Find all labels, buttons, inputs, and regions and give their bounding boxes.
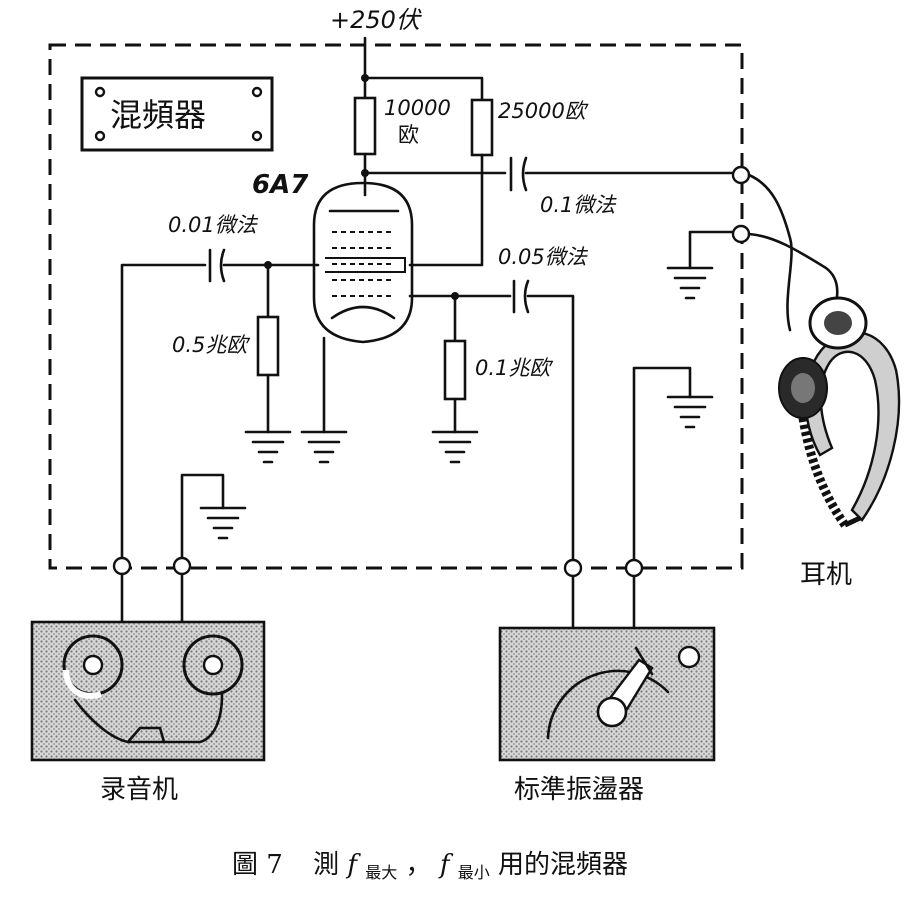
figure-caption: 圖 7 測 f 最大 ， f 最小 用的混頻器 xyxy=(232,850,628,885)
resistor-25000-value: 25000欧 xyxy=(498,99,589,123)
resistor-25000 xyxy=(470,98,494,157)
capacitor-0-05uf xyxy=(512,279,530,314)
resistor-0-1m-value: 0.1兆欧 xyxy=(475,356,553,380)
caption-f-min: f xyxy=(438,850,454,880)
terminal-oscillator-2 xyxy=(624,558,644,578)
ground-symbol xyxy=(666,395,714,429)
capacitor-0-1uf-value: 0.1微法 xyxy=(540,193,617,217)
recorder-label: 录音机 xyxy=(100,775,178,805)
terminal-earphone-2 xyxy=(731,224,751,244)
terminal-recorder-1 xyxy=(112,556,132,576)
mixer-nameplate-label: 混頻器 xyxy=(110,96,206,134)
terminal-oscillator-1 xyxy=(563,558,583,578)
terminal-earphone-1 xyxy=(731,165,751,185)
resistor-10000-unit: 欧 xyxy=(398,123,419,147)
capacitor-0-01uf xyxy=(208,248,226,283)
capacitor-0-1uf xyxy=(509,156,528,192)
ground-symbol xyxy=(666,266,714,300)
ground-symbol xyxy=(199,506,247,540)
supply-voltage-label: +250伏 xyxy=(330,6,423,34)
caption-f-max: f xyxy=(345,850,361,880)
ground-symbol xyxy=(431,430,479,464)
terminal-recorder-2 xyxy=(172,556,192,576)
tape-recorder-icon xyxy=(30,620,266,762)
resistor-0-1m xyxy=(443,339,467,401)
caption-suffix: 用的混頻器 xyxy=(498,850,628,880)
caption-measure: 測 xyxy=(313,850,339,880)
tube-label: 6A7 xyxy=(252,170,309,200)
resistor-0-5m xyxy=(256,315,280,377)
capacitor-0-01uf-value: 0.01微法 xyxy=(168,213,259,237)
mixer-nameplate: 混頻器 xyxy=(80,76,274,152)
headphone-icon xyxy=(778,296,901,528)
caption-sub-max: 最大 xyxy=(365,863,397,882)
caption-prefix: 圖 7 xyxy=(232,850,283,880)
resistor-0-5m-value: 0.5兆欧 xyxy=(172,333,250,357)
capacitor-0-05uf-value: 0.05微法 xyxy=(498,245,589,269)
earphone-cord xyxy=(747,173,793,332)
resistor-10000 xyxy=(353,96,377,156)
standard-oscillator-icon xyxy=(498,626,716,762)
ground-symbol xyxy=(300,430,348,464)
resistor-10000-value: 10000 xyxy=(384,96,451,120)
caption-separator: ， xyxy=(406,850,432,880)
earphone-label: 耳机 xyxy=(800,560,852,590)
ground-symbol xyxy=(244,430,292,464)
caption-sub-min: 最小 xyxy=(458,863,490,882)
mixer-enclosure xyxy=(48,43,744,570)
tube-6a7 xyxy=(312,181,414,344)
oscillator-label: 标準振盪器 xyxy=(514,775,644,805)
svg-text:圖 7 測 f 最大: 圖 7 測 f 最大 ， f 最小 用的混頻器 xyxy=(232,850,628,885)
